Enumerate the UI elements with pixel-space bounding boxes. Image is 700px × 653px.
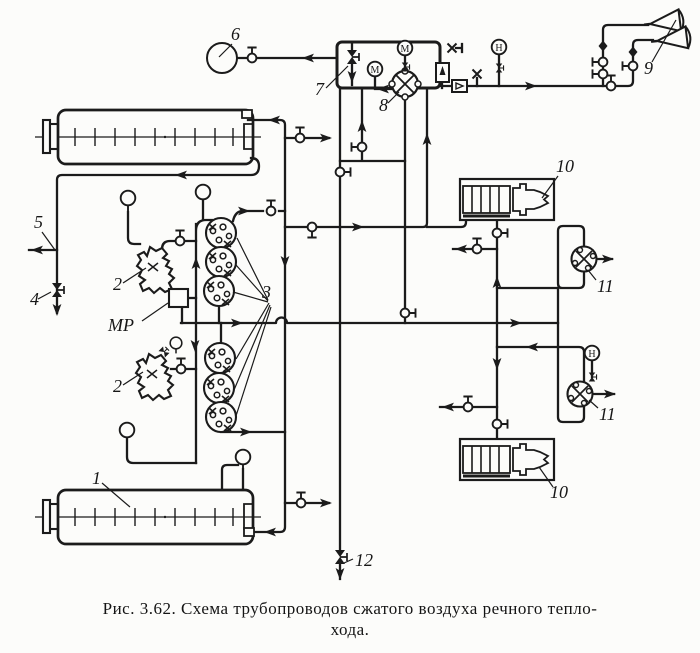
pipe-receiver1-loop bbox=[55, 156, 261, 315]
main-engine-lower bbox=[458, 437, 556, 482]
valve-4-symbol bbox=[51, 282, 65, 298]
label-compressor-lower: 2 bbox=[113, 376, 122, 396]
caption-line-2: хода. bbox=[330, 620, 370, 639]
label-valve-group-3: 3 bbox=[261, 282, 271, 302]
caption-line-1: Рис. 3.62. Схема трубопроводов сжатого в… bbox=[102, 599, 598, 618]
receiver-nozzle-top bbox=[241, 109, 253, 119]
label-starter-lower-11: 11 bbox=[599, 404, 616, 424]
figure-labels: 1 2 2 3 4 5 6 7 8 9 10 10 11 11 12 МР bbox=[30, 24, 653, 570]
starter-distributor-lower bbox=[566, 380, 594, 408]
leader-lines bbox=[37, 19, 677, 564]
figure-caption: Рис. 3.62. Схема трубопроводов сжатого в… bbox=[0, 598, 700, 640]
gauge-letter-m1: М bbox=[371, 65, 380, 76]
pipe-starter-loop-lower bbox=[556, 345, 586, 424]
compressor-lower bbox=[134, 352, 175, 402]
main-engine-upper bbox=[458, 177, 556, 222]
label-engine-upper-10: 10 bbox=[556, 156, 574, 176]
pipe-left-trunk bbox=[246, 118, 287, 534]
label-compressor-upper: 2 bbox=[113, 274, 122, 294]
pipe-starter-loop-upper bbox=[556, 224, 586, 290]
label-branch-5: 5 bbox=[34, 212, 43, 232]
label-valve-7: 7 bbox=[315, 79, 325, 99]
pipe-horn-line bbox=[438, 38, 655, 88]
pressure-gauges: М М Н Н bbox=[118, 38, 601, 471]
starter-distributor-upper bbox=[570, 245, 598, 273]
relief-valve-symbol bbox=[435, 62, 450, 83]
label-engine-lower-10: 10 bbox=[550, 482, 568, 502]
label-valve-4: 4 bbox=[30, 289, 39, 309]
label-distributor-8: 8 bbox=[379, 95, 388, 115]
label-starter-upper-11: 11 bbox=[597, 276, 614, 296]
distributor-8-symbol bbox=[388, 67, 422, 101]
gauge-letter-m2: М bbox=[401, 44, 410, 55]
label-reducer-mr: МР bbox=[107, 315, 134, 335]
valve-7-symbol bbox=[346, 49, 360, 65]
gauge-letter-n2: Н bbox=[588, 349, 595, 360]
label-drain-12: 12 bbox=[355, 550, 373, 570]
receiver-nozzle-bottom bbox=[243, 527, 255, 537]
air-receiver-lower bbox=[33, 488, 263, 546]
label-typhon-6: 6 bbox=[231, 24, 240, 44]
check-valve-symbol bbox=[451, 79, 468, 93]
gauge-letter-n1: Н bbox=[495, 43, 502, 54]
label-horns-9: 9 bbox=[644, 58, 653, 78]
pipe-horn-riser-left bbox=[601, 23, 650, 88]
typhon-6-symbol bbox=[206, 42, 238, 74]
pipe-main-header bbox=[179, 316, 560, 325]
air-receiver-upper bbox=[33, 108, 263, 166]
reducer-mr-box bbox=[167, 287, 190, 309]
label-receiver-1: 1 bbox=[92, 468, 101, 488]
